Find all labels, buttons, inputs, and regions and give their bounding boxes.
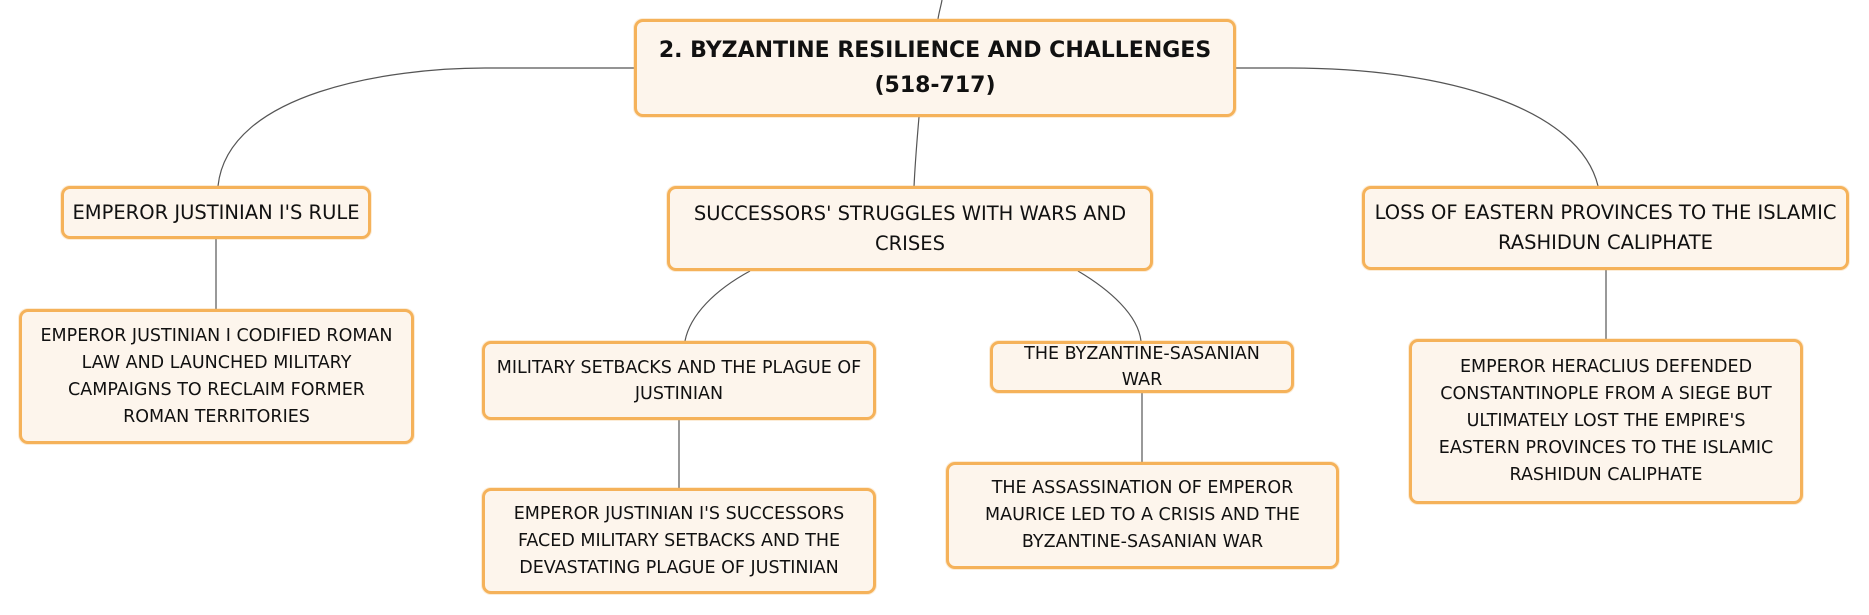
connector-parent-to-root xyxy=(937,0,943,20)
connector-root-to-justinian-rule xyxy=(217,67,634,187)
branch-justinian-rule-label: EMPEROR JUSTINIAN I'S RULE xyxy=(72,200,360,224)
detail-heraclius-defended-label: EMPEROR HERACLIUS DEFENDED CONSTANTINOPL… xyxy=(1438,357,1774,485)
branch-successors-struggles[interactable]: SUCCESSORS' STRUGGLES WITH WARS AND CRIS… xyxy=(667,186,1153,271)
root-topic-label: 2. BYZANTINE RESILIENCE AND CHALLENGES (… xyxy=(658,38,1212,98)
branch-loss-eastern-provinces[interactable]: LOSS OF EASTERN PROVINCES TO THE ISLAMIC… xyxy=(1362,186,1849,270)
subtopic-military-setbacks-plague-label: MILITARY SETBACKS AND THE PLAGUE OF JUST… xyxy=(496,357,862,404)
subtopic-military-setbacks-plague[interactable]: MILITARY SETBACKS AND THE PLAGUE OF JUST… xyxy=(482,341,876,420)
detail-justinian-codified-law-label: EMPEROR JUSTINIAN I CODIFIED ROMAN LAW A… xyxy=(40,325,393,427)
connector-root-to-successors xyxy=(913,116,920,188)
connector-root-to-loss-provinces xyxy=(1236,67,1599,187)
detail-assassination-maurice-label: THE ASSASSINATION OF EMPEROR MAURICE LED… xyxy=(985,478,1300,552)
subtopic-byzantine-sasanian-war[interactable]: THE BYZANTINE-SASANIAN WAR xyxy=(990,341,1294,393)
branch-justinian-rule[interactable]: EMPEROR JUSTINIAN I'S RULE xyxy=(61,186,371,239)
branch-loss-eastern-provinces-label: LOSS OF EASTERN PROVINCES TO THE ISLAMIC… xyxy=(1374,201,1837,254)
subtopic-byzantine-sasanian-war-label: THE BYZANTINE-SASANIAN WAR xyxy=(1024,344,1260,390)
branch-successors-struggles-label: SUCCESSORS' STRUGGLES WITH WARS AND CRIS… xyxy=(693,201,1127,255)
detail-successors-setbacks-label: EMPEROR JUSTINIAN I'S SUCCESSORS FACED M… xyxy=(513,503,845,578)
detail-justinian-codified-law[interactable]: EMPEROR JUSTINIAN I CODIFIED ROMAN LAW A… xyxy=(19,309,414,444)
detail-heraclius-defended[interactable]: EMPEROR HERACLIUS DEFENDED CONSTANTINOPL… xyxy=(1409,339,1803,504)
detail-successors-setbacks[interactable]: EMPEROR JUSTINIAN I'S SUCCESSORS FACED M… xyxy=(482,488,876,594)
detail-assassination-maurice[interactable]: THE ASSASSINATION OF EMPEROR MAURICE LED… xyxy=(946,462,1339,569)
connector-successors-to-military-setbacks xyxy=(684,270,751,342)
connector-successors-to-sasanian-war xyxy=(1077,270,1142,342)
root-topic[interactable]: 2. BYZANTINE RESILIENCE AND CHALLENGES (… xyxy=(634,19,1236,117)
